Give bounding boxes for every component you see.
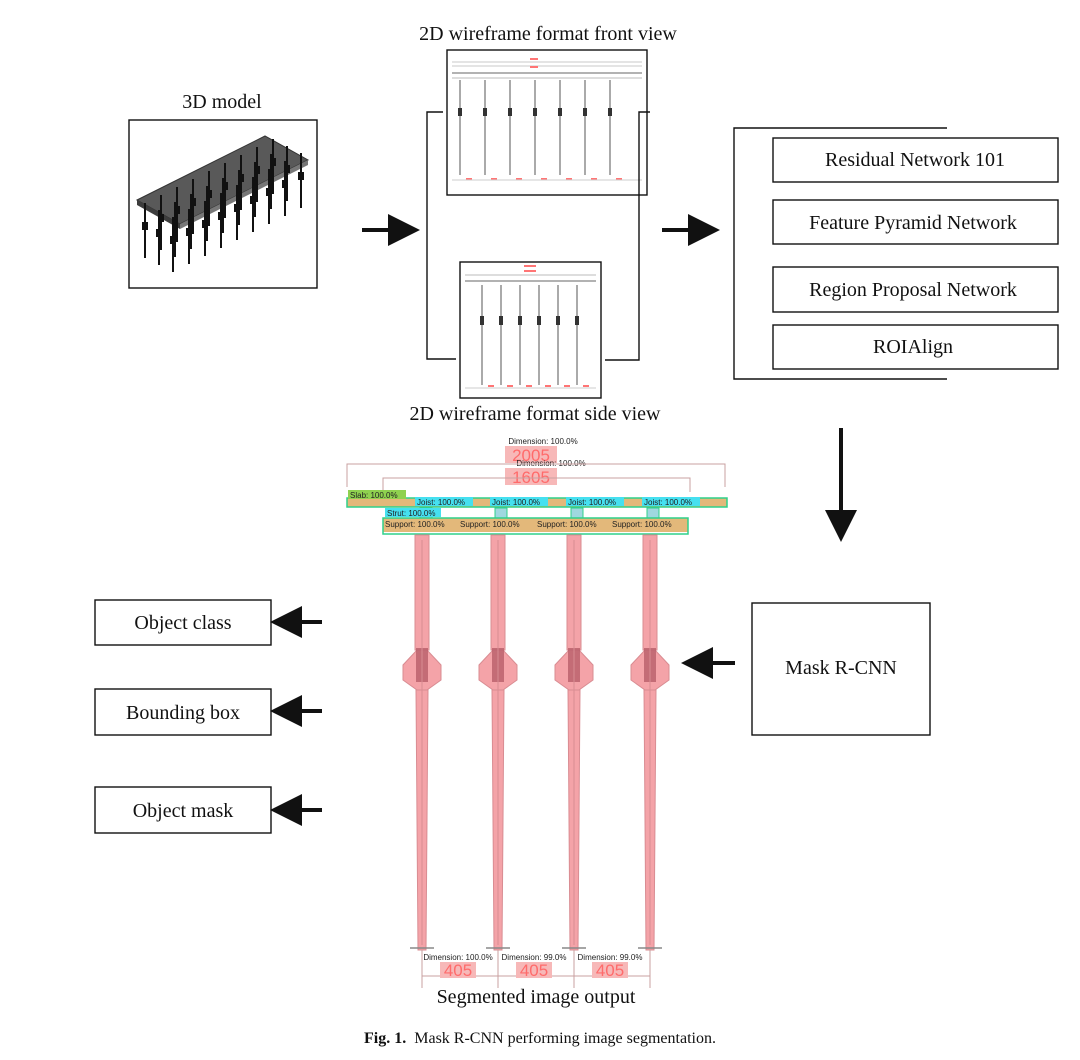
- side-view-title: 2D wireframe format side view: [409, 403, 661, 425]
- bottom-dim-label: Dimension: 99.0%: [578, 953, 643, 962]
- views-bracket-left: [426, 111, 456, 360]
- slab-label: Slab: 100.0%: [350, 491, 398, 500]
- object-class-box: Object class: [94, 599, 272, 646]
- strut-tag: [385, 508, 441, 517]
- fpn-label: Feature Pyramid Network: [809, 212, 1017, 234]
- bottom-dim-bg: [516, 962, 552, 978]
- bottom-dim-bg: [440, 962, 476, 978]
- joist-tag: [566, 497, 624, 506]
- slab-tag: [348, 490, 406, 499]
- bottom-dim-value: 405: [444, 961, 472, 980]
- views-bracket-right: [605, 111, 650, 361]
- resnet-box: Residual Network 101: [772, 137, 1059, 183]
- column-mask: [630, 534, 670, 951]
- resnet-label: Residual Network 101: [825, 149, 1005, 171]
- support-label: Support: 100.0%: [612, 520, 672, 529]
- figure-caption: Fig. 1. Mask R-CNN performing image segm…: [0, 1030, 1080, 1048]
- mask-rcnn-box: Mask R-CNN: [751, 602, 931, 736]
- joist-label: Joist: 100.0%: [568, 498, 616, 507]
- object-class-label: Object class: [134, 612, 231, 634]
- front-view-image: [446, 49, 648, 196]
- mask-rcnn-label: Mask R-CNN: [785, 657, 897, 679]
- support-mask: [383, 518, 688, 532]
- dim-mid-bg: [505, 468, 557, 485]
- segmented-image: Dimension: 100.0% 2005 Dimension: 100.0%…: [346, 437, 728, 988]
- bottom-dim-bg: [592, 962, 628, 978]
- column-mask: [478, 534, 518, 951]
- object-mask-label: Object mask: [133, 800, 234, 822]
- support-label: Support: 100.0%: [537, 520, 597, 529]
- side-view-image: [459, 261, 602, 399]
- segmented-output-title: Segmented image output: [437, 986, 636, 1008]
- model3d-title: 3D model: [182, 91, 262, 113]
- column-mask: [402, 534, 442, 951]
- joist-label: Joist: 100.0%: [417, 498, 465, 507]
- bounding-box-box: Bounding box: [94, 688, 272, 736]
- joist-label: Joist: 100.0%: [492, 498, 540, 507]
- bottom-dim-value: 405: [520, 961, 548, 980]
- column-mask: [554, 534, 594, 951]
- front-view-title: 2D wireframe format front view: [419, 23, 677, 45]
- object-mask-box: Object mask: [94, 786, 272, 834]
- bottom-dim-label: Dimension: 99.0%: [502, 953, 567, 962]
- strut-label: Strut: 100.0%: [387, 509, 435, 518]
- fpn-box: Feature Pyramid Network: [772, 199, 1059, 245]
- joist-tag: [415, 497, 473, 506]
- bounding-box-label: Bounding box: [126, 702, 240, 724]
- network-bracket: [733, 127, 947, 380]
- dim-top-bg: [505, 446, 557, 463]
- caption-prefix: Fig. 1.: [364, 1030, 407, 1047]
- joist-tag: [642, 497, 700, 506]
- dim-top-value: 2005: [512, 446, 550, 465]
- bottom-dim-value: 405: [596, 961, 624, 980]
- roialign-label: ROIAlign: [873, 336, 953, 358]
- dim-top-label: Dimension: 100.0%: [508, 437, 577, 446]
- joist-tag: [490, 497, 548, 506]
- roialign-box: ROIAlign: [772, 324, 1059, 370]
- rpn-box: Region Proposal Network: [772, 266, 1059, 313]
- model3d-image: [128, 119, 318, 289]
- joist-label: Joist: 100.0%: [644, 498, 692, 507]
- caption-text: Mask R-CNN performing image segmentation…: [414, 1030, 716, 1047]
- bottom-dim-label: Dimension: 100.0%: [423, 953, 492, 962]
- rpn-label: Region Proposal Network: [809, 279, 1017, 301]
- support-label: Support: 100.0%: [385, 520, 445, 529]
- support-label: Support: 100.0%: [460, 520, 520, 529]
